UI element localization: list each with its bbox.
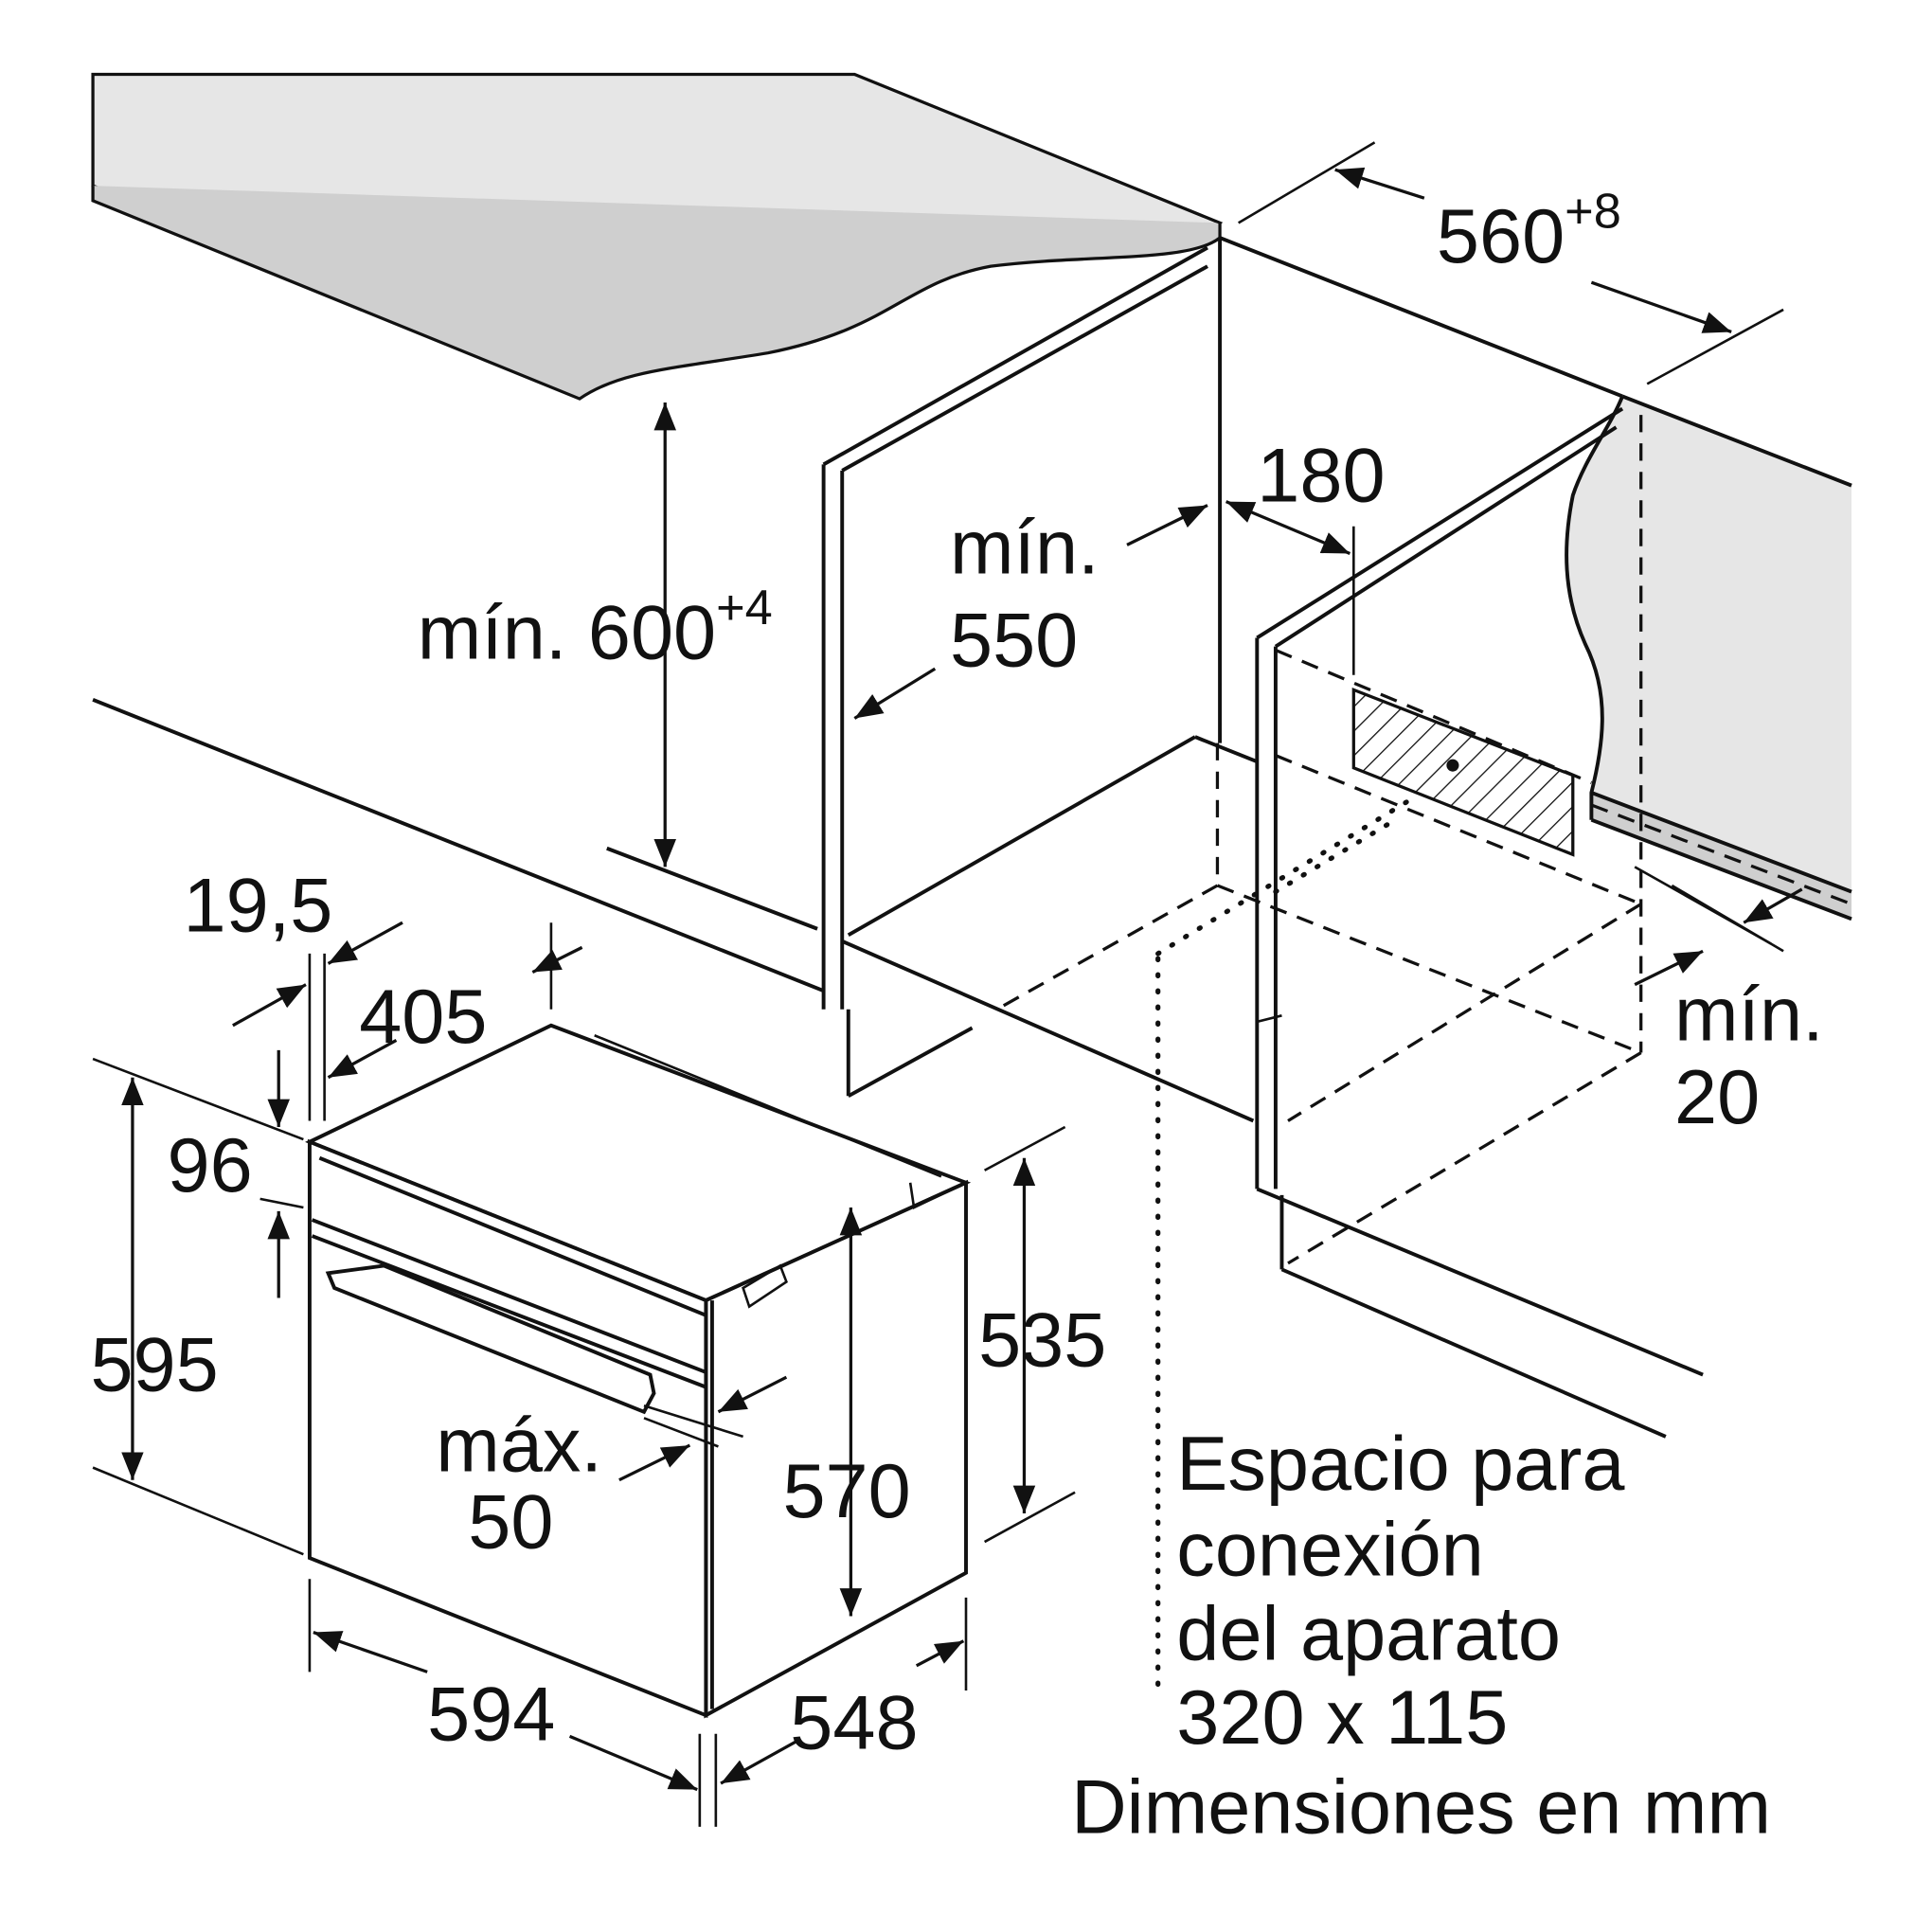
- dim-max-50-prefix: máx.: [436, 1404, 602, 1489]
- oven: [305, 1023, 972, 1719]
- cabinet: [92, 236, 1704, 1439]
- dim-550: 550: [950, 599, 1078, 684]
- dim-20-prefix: mín.: [1674, 972, 1824, 1057]
- units-caption: Dimensiones en mm: [1071, 1764, 1771, 1850]
- dim-96: 96: [168, 1123, 253, 1208]
- svg-text:mín. 600+4: mín. 600+4: [418, 581, 773, 676]
- dim-535: 535: [978, 1297, 1106, 1383]
- dim-550-prefix: mín.: [950, 505, 1100, 590]
- note-line-4: 320 x 115: [1176, 1675, 1508, 1761]
- dim-570: 570: [782, 1449, 910, 1534]
- right-countertop: [1565, 394, 1852, 921]
- note-line-2: conexión: [1176, 1507, 1484, 1592]
- dim-20: 20: [1674, 1055, 1760, 1140]
- dim-180: 180: [1257, 434, 1385, 519]
- dim-560-tolerance: +8: [1565, 185, 1621, 240]
- note-line-3: del aparato: [1176, 1591, 1561, 1676]
- countertop: [91, 72, 1224, 401]
- dim-595: 595: [90, 1323, 218, 1408]
- svg-text:560+8: 560+8: [1437, 185, 1621, 280]
- connection-area: [1351, 526, 1575, 857]
- dim-max-50: 50: [468, 1480, 553, 1565]
- dim-405: 405: [359, 975, 487, 1060]
- dim-600-tolerance: +4: [716, 581, 773, 635]
- dimension-lines: [92, 141, 1803, 1827]
- note-line-1: Espacio para: [1176, 1422, 1625, 1507]
- dim-19-5: 19,5: [184, 863, 333, 948]
- niche-hidden-lines: [995, 415, 1852, 1688]
- dim-594: 594: [427, 1672, 555, 1757]
- dim-560: 560: [1437, 194, 1565, 279]
- dim-min-600: mín. 600: [418, 591, 716, 676]
- dim-548: 548: [790, 1680, 918, 1765]
